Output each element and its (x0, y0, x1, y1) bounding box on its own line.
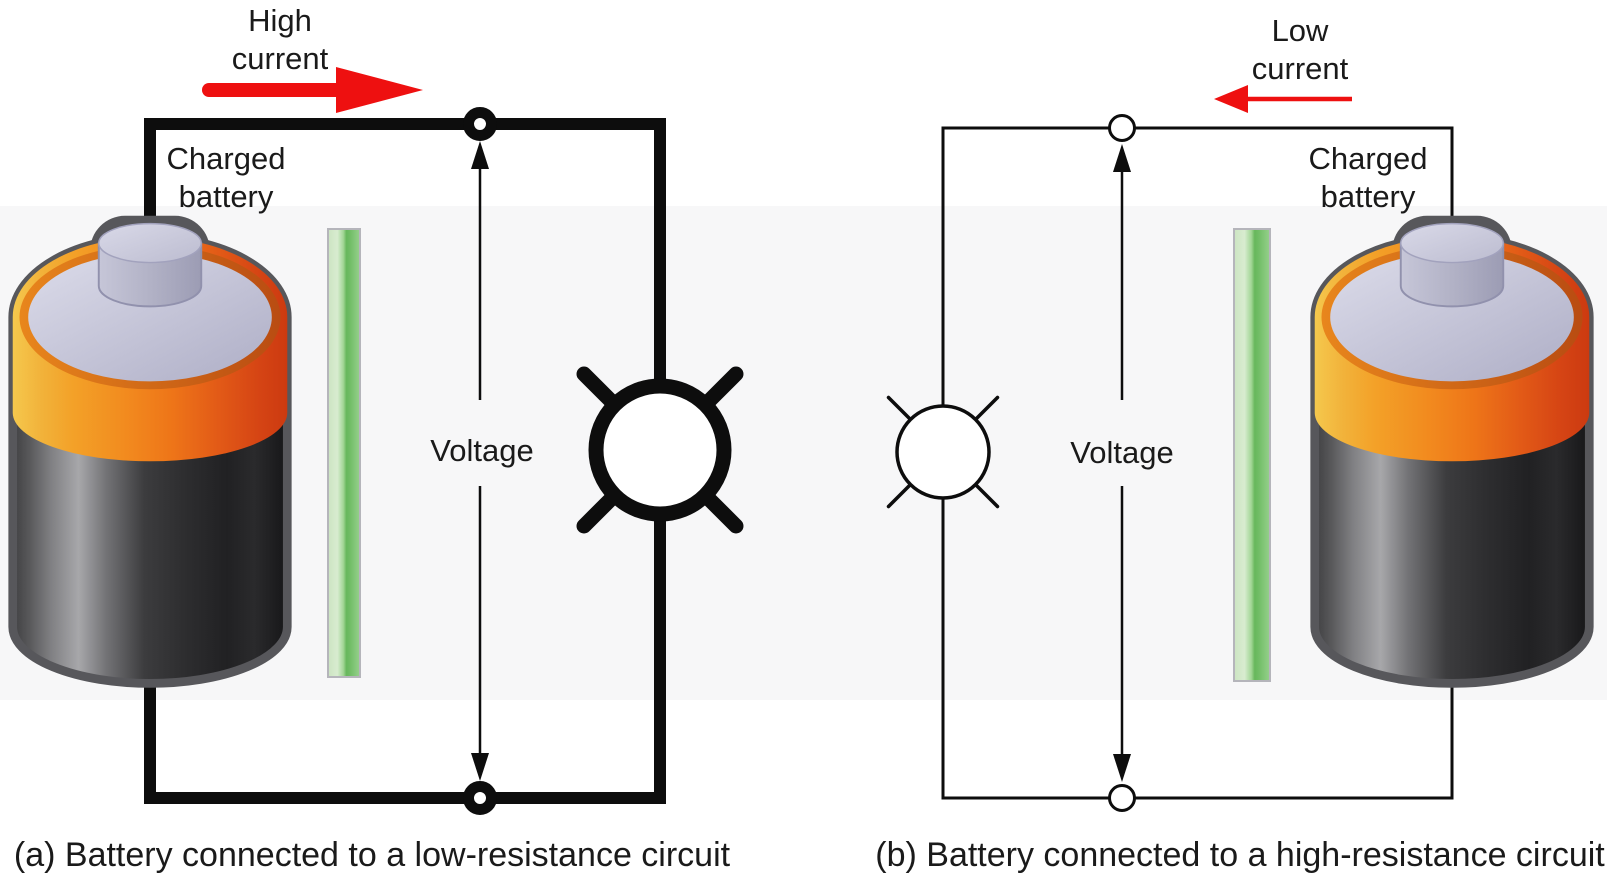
battery-illustration-b (1315, 216, 1590, 684)
terminal-node-top (1108, 114, 1136, 142)
caption-panel-b: (b) Battery connected to a high-resistan… (875, 836, 1605, 874)
low-current-label: Low current (1251, 13, 1349, 86)
circuit-b (886, 85, 1454, 812)
lamp-icon (886, 395, 1000, 509)
high-current-arrow-icon (202, 67, 423, 113)
lamp-icon (576, 366, 744, 534)
green-indicator-bar-a (327, 228, 361, 678)
high-current-label: High current (231, 3, 329, 76)
voltage-arrow-icon (471, 141, 489, 781)
green-indicator-bar-b (1233, 228, 1271, 682)
low-current-arrow-icon (1214, 85, 1352, 113)
voltage-label-b: Voltage (1070, 435, 1174, 470)
terminal-node-top (463, 107, 497, 141)
caption-panel-a: (a) Battery connected to a low-resistanc… (13, 836, 731, 874)
voltage-arrow-icon (1113, 144, 1131, 782)
charged-battery-label-a: Charged battery (166, 141, 286, 214)
terminal-node-bottom (463, 781, 497, 815)
charged-battery-label-b: Charged battery (1308, 141, 1428, 214)
terminal-node-bottom (1108, 784, 1136, 812)
battery-illustration-a (13, 216, 288, 684)
circuit-a (144, 67, 744, 815)
voltage-label-a: Voltage (430, 433, 534, 468)
